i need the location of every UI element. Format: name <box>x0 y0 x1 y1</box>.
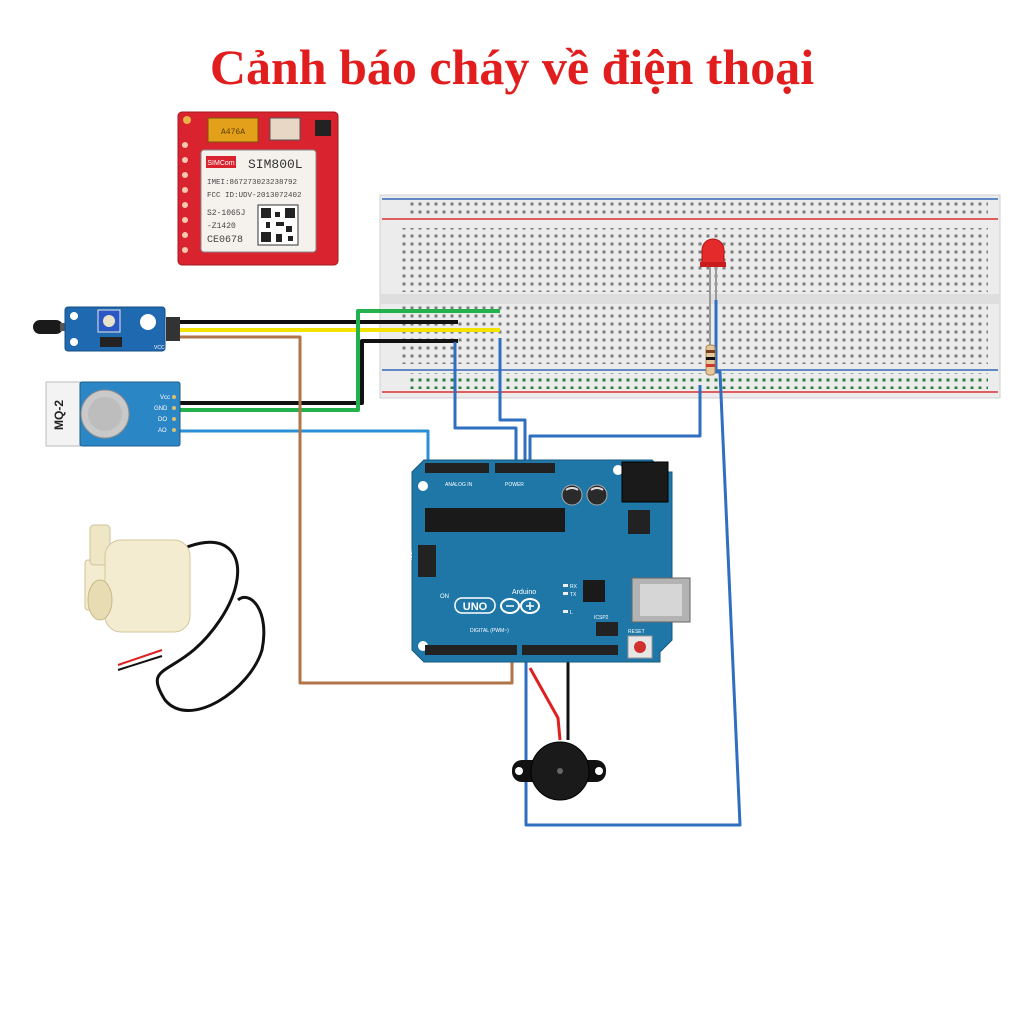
led-indicator <box>700 238 726 376</box>
red-led <box>701 238 725 266</box>
analog-in-label: ANALOG IN <box>445 482 473 488</box>
led-smd <box>315 120 331 136</box>
mq2-pin-vcc: Vcc <box>160 395 170 401</box>
wire-red-buzzer <box>528 667 562 741</box>
mq2-pin-ao: AO <box>158 428 167 434</box>
icsp-header <box>418 545 436 577</box>
digital-label: DIGITAL (PWM~) <box>470 628 509 634</box>
buzzer <box>512 741 606 801</box>
wire-blue-5v <box>498 338 527 465</box>
digital-header-high <box>522 645 618 655</box>
wire-brown-digital <box>180 335 514 685</box>
page-title: Cảnh báo cháy về điện thoại <box>209 39 815 95</box>
icsp2-header <box>596 622 618 636</box>
power-label: POWER <box>505 482 524 488</box>
mq2-pin-gnd: GND <box>154 406 168 412</box>
wire-blue-led-pin <box>524 300 742 827</box>
arduino-brand-text: Arduino <box>512 589 536 596</box>
comparator-chip <box>100 337 122 347</box>
breadboard-top-rail-holes <box>408 202 988 218</box>
flame-sensor-module: DO VCC <box>33 306 180 352</box>
breadboard-lower-holes <box>400 306 988 364</box>
pump-cable <box>149 540 266 712</box>
reset-label: RESET <box>628 629 645 635</box>
breadboard-center-channel <box>380 294 1000 304</box>
sim-version-text: S2-1065J <box>207 209 245 218</box>
power-header <box>495 463 555 473</box>
pump-wire-black <box>117 655 163 671</box>
wire-green-mq2 <box>180 309 500 412</box>
uno-badge <box>454 597 496 614</box>
analog-header <box>425 463 489 473</box>
icsp2-label: ICSP2 <box>594 615 609 621</box>
wire-lightblue-a0 <box>180 429 430 468</box>
wire-black-mq2 <box>180 339 458 405</box>
voltage-regulator <box>628 510 650 534</box>
tantalum-capacitor <box>207 117 259 143</box>
breadboard <box>379 194 1001 399</box>
icsp-label: ICSP <box>408 548 414 560</box>
qr-code <box>257 204 299 246</box>
mq2-pin-do: DO <box>158 417 167 423</box>
sim-fcc-text: FCC ID:UDV-2013072402 <box>207 192 302 200</box>
breadboard-upper-holes <box>400 228 988 292</box>
usb-chip <box>583 580 605 602</box>
connector <box>269 117 301 141</box>
wire-blue-gnd <box>453 342 518 465</box>
simcom-logo-text: SIMCom <box>207 160 234 167</box>
arduino-uno-board: ANALOG IN POWER ICSP ON RX TX L UNO <box>408 459 691 663</box>
sim-model-text: SIM800L <box>248 157 303 172</box>
rx-label: RX <box>570 584 578 590</box>
breadboard-bottom-rail-holes <box>408 373 988 389</box>
digital-header-low <box>425 645 517 655</box>
flame-pin-label: DO <box>168 309 176 315</box>
sim-code-text: -Z1420 <box>207 222 236 231</box>
pump-wire-red <box>117 649 163 666</box>
capacitor-label: A476A <box>221 128 245 137</box>
pin-header <box>166 317 180 341</box>
reset-button-cap <box>634 641 646 653</box>
simcom-logo <box>206 156 236 168</box>
atmega-chip <box>425 508 565 532</box>
uno-text: UNO <box>463 601 488 613</box>
wires <box>180 300 742 827</box>
sim800l-module: A476A SIMCom SIM800L IMEI:86727302323879… <box>177 111 339 266</box>
arduino-infinity-logo <box>500 598 540 614</box>
l-label: L <box>570 610 573 616</box>
pump-body <box>104 539 191 633</box>
dc-jack <box>621 461 669 503</box>
on-label: ON <box>440 594 449 600</box>
water-pump <box>84 524 266 712</box>
mq2-sensor-module: MQ-2 Vcc GND DO AO <box>45 381 181 447</box>
sim-imei-text: IMEI:867273023238792 <box>207 179 297 187</box>
sim-ce-text: CE0678 <box>207 235 243 246</box>
tx-label: TX <box>570 592 577 598</box>
flame-pin-label: VCC <box>154 345 165 351</box>
mq2-label: MQ-2 <box>52 400 66 430</box>
wire-blue-led <box>528 385 702 465</box>
flame-ir-led <box>33 320 63 334</box>
mounting-hole <box>140 314 156 330</box>
antenna-pad <box>183 116 191 124</box>
